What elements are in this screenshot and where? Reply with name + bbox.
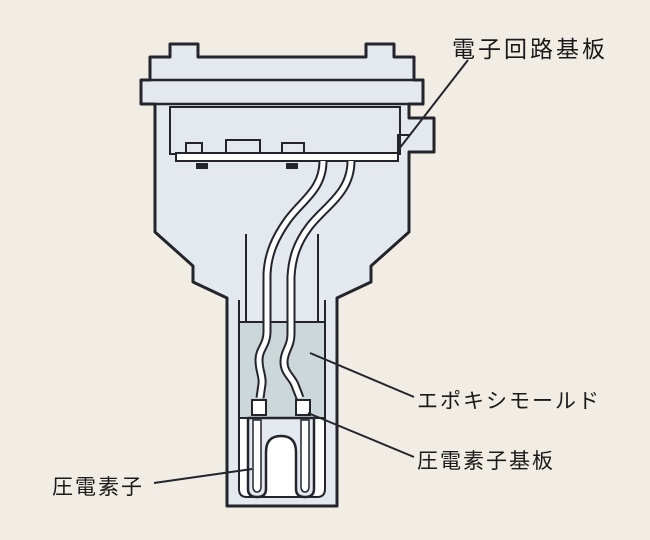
leader-piezo-element	[153, 468, 253, 484]
terminal-pad-left	[251, 399, 267, 416]
board-chip	[196, 163, 208, 169]
leader-circuit-board	[398, 59, 469, 150]
label-piezo-element: 圧電素子	[52, 476, 144, 499]
board-component	[225, 139, 261, 154]
terminal-pad-right	[295, 399, 311, 416]
label-epoxy-mold: エポキシモールド	[417, 390, 601, 413]
piezo-element-right	[300, 419, 310, 493]
board-chip	[286, 163, 298, 169]
board-component	[185, 142, 203, 154]
connector-pin	[397, 134, 409, 153]
circuit-board	[175, 152, 399, 162]
label-piezo-element-board: 圧電素子基板	[417, 450, 555, 473]
board-component	[281, 142, 305, 154]
lead-wire-right-core	[281, 160, 354, 399]
leader-piezo-board	[307, 412, 415, 458]
label-circuit-board: 電子回路基板	[452, 36, 608, 62]
piezo-element-board-fork	[246, 416, 316, 499]
lead-wire-left-core	[256, 160, 326, 399]
leader-epoxy-mold	[309, 352, 415, 398]
piezo-element-left	[252, 419, 262, 493]
